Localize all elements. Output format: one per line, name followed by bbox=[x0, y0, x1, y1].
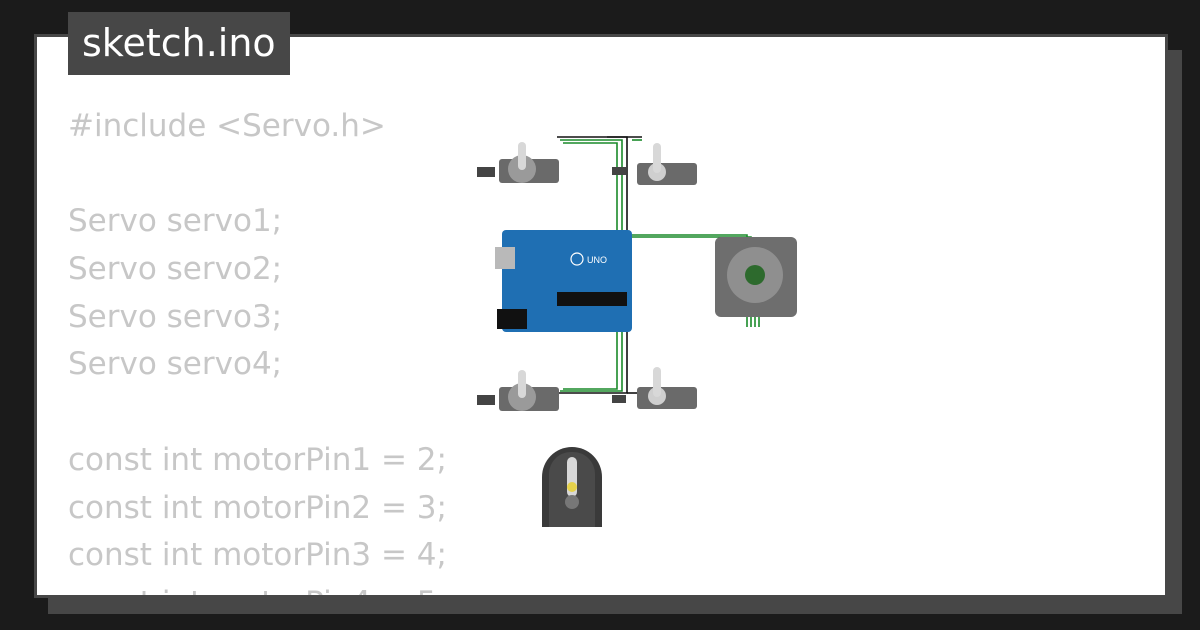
circuit-diagram: UNO bbox=[477, 136, 797, 527]
servo-bottom-left bbox=[477, 370, 559, 411]
sketch-title: sketch.ino bbox=[68, 12, 290, 75]
code-line: Servo servo4; bbox=[68, 346, 283, 383]
arduino-board: UNO bbox=[495, 230, 632, 332]
project-card: #include <Servo.h> Servo servo1; Servo ser… bbox=[34, 34, 1168, 598]
code-line: Servo servo2; bbox=[68, 251, 283, 288]
code-line: const int motorPin1 = 2; bbox=[68, 441, 447, 478]
code-line: const int motorPin2 = 3; bbox=[68, 489, 447, 526]
code-line: const int motorPin3 = 4; bbox=[68, 537, 447, 574]
code-line: Servo servo3; bbox=[68, 298, 283, 335]
board-label: UNO bbox=[587, 255, 607, 265]
servo-top-left bbox=[477, 142, 559, 183]
code-line: const int motorPin4 = 5; bbox=[68, 580, 447, 595]
code-line: Servo servo1; bbox=[68, 203, 283, 240]
large-servo bbox=[542, 447, 602, 527]
code-line bbox=[68, 151, 447, 199]
servo-top-right bbox=[612, 143, 697, 185]
stepper-motor bbox=[715, 237, 797, 317]
code-line bbox=[68, 389, 447, 437]
code-preview: #include <Servo.h> Servo servo1; Servo ser… bbox=[68, 103, 447, 595]
code-line: #include <Servo.h> bbox=[68, 108, 386, 144]
servo-bottom-right bbox=[612, 367, 697, 409]
